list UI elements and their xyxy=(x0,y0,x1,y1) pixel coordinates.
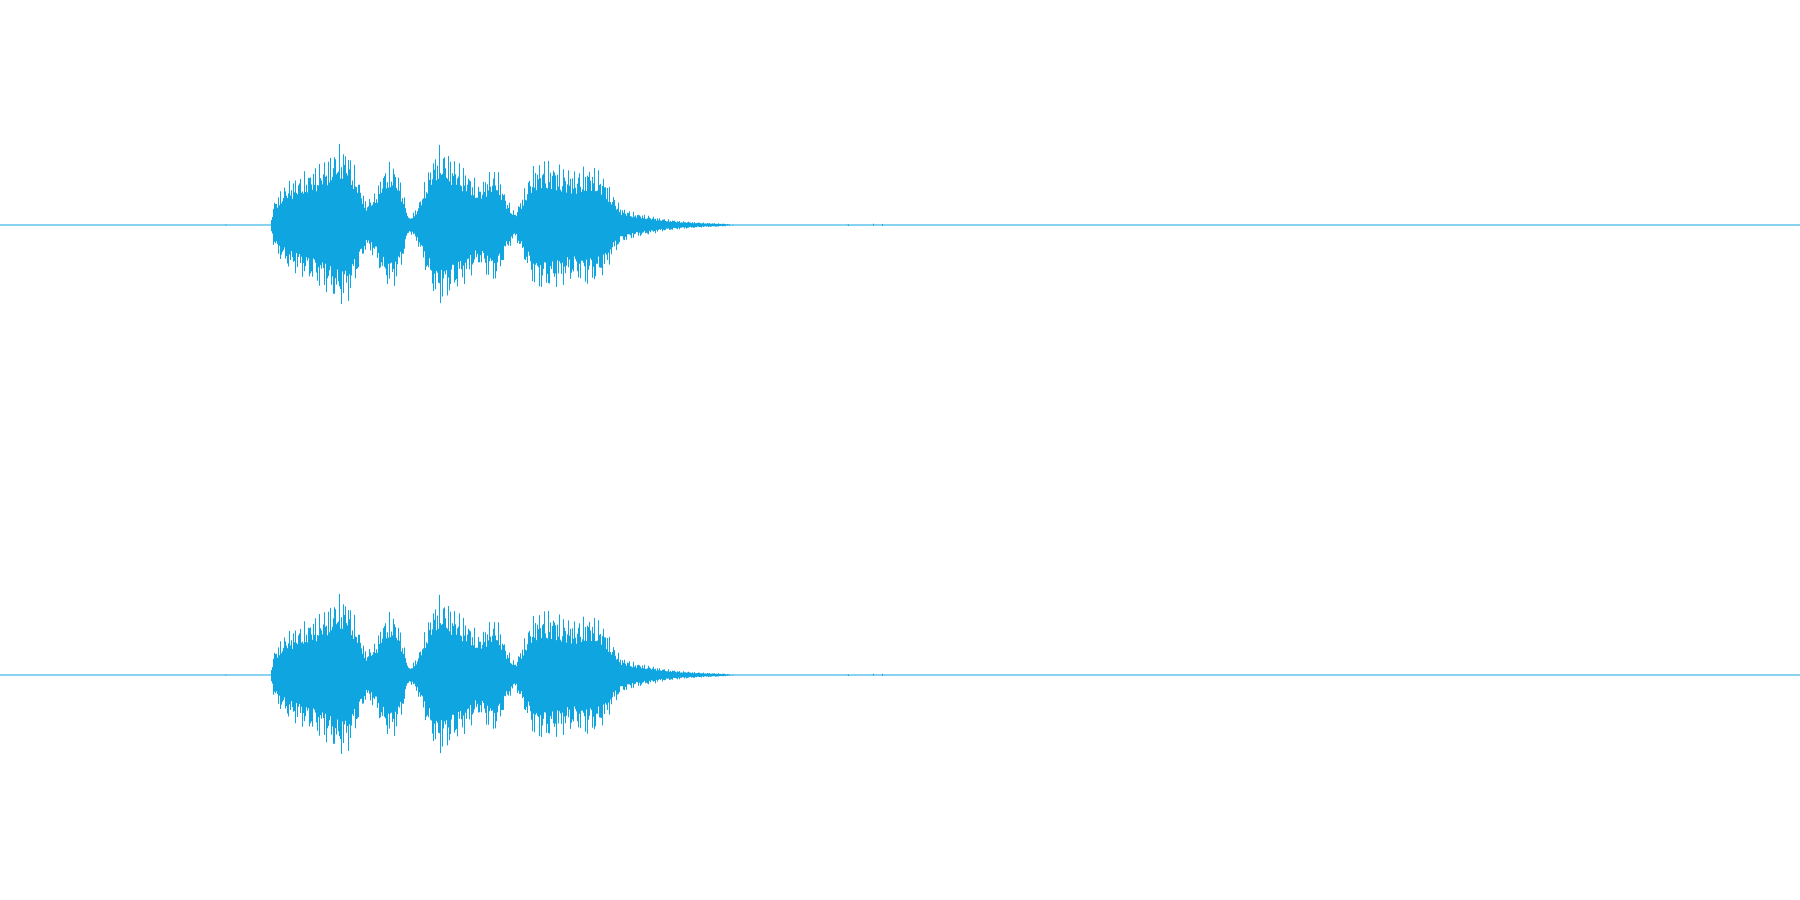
channel-left-waveform xyxy=(217,143,884,304)
channel-right-waveform xyxy=(217,593,884,754)
waveform-trace xyxy=(217,593,884,754)
channel-left xyxy=(0,143,1800,304)
channel-right xyxy=(0,593,1800,754)
waveform-trace xyxy=(217,143,884,304)
